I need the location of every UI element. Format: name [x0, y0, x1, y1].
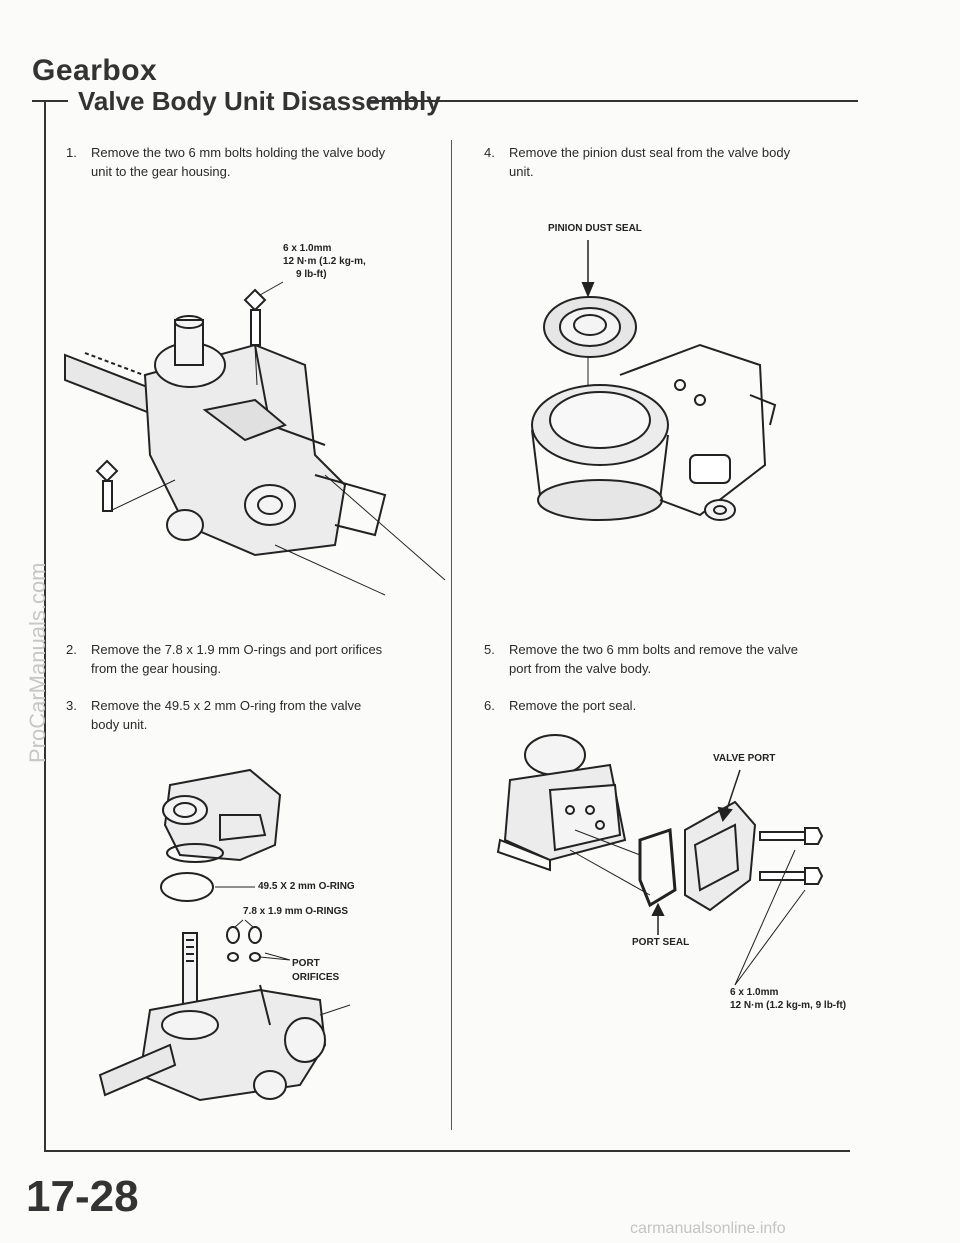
step-5: 5. Remove the two 6 mm bolts and remove … — [484, 640, 854, 680]
page-number: 17-28 — [26, 1172, 139, 1221]
figure-valve-body-bolts — [64, 281, 446, 596]
step-text-line2: unit. — [509, 164, 534, 179]
header-rule-left — [32, 100, 68, 102]
step-number: 3. — [66, 698, 77, 713]
step-text-line2: from the gear housing. — [91, 661, 222, 676]
step-text-line1: Remove the 49.5 x 2 mm O-ring from the v… — [91, 698, 362, 713]
port-orifices-label-line2: ORIFICES — [292, 972, 340, 983]
column-divider — [451, 140, 452, 1130]
step-number: 2. — [66, 642, 77, 657]
step-text-line1: Remove the two 6 mm bolts holding the va… — [91, 145, 386, 160]
step-text-line1: Remove the pinion dust seal from the val… — [509, 145, 791, 160]
step-number: 5. — [484, 642, 495, 657]
step-4: 4. Remove the pinion dust seal from the … — [484, 143, 854, 183]
bolt-spec-line1: 6 x 1.0mm — [283, 243, 332, 254]
step-text-line1: Remove the 7.8 x 1.9 mm O-rings and port… — [91, 642, 383, 657]
valve-port-bolt-spec-line1: 6 x 1.0mm — [730, 987, 779, 998]
port-orifices-label-line1: PORT — [292, 958, 320, 969]
valve-port-label: VALVE PORT — [713, 753, 776, 764]
step-number: 1. — [66, 145, 77, 160]
step-number: 4. — [484, 145, 495, 160]
section-title: Gearbox — [32, 54, 158, 87]
valve-port-bolt-spec-line2: 12 N·m (1.2 kg-m, 9 lb-ft) — [730, 1000, 847, 1011]
bolt-spec-line2: 12 N·m (1.2 kg-m, — [283, 256, 366, 267]
pinion-dust-seal-label: PINION DUST SEAL — [548, 223, 642, 234]
step-2: 2. Remove the 7.8 x 1.9 mm O-rings and p… — [66, 640, 446, 680]
figure-pinion-dust-seal — [531, 240, 777, 521]
step-text-line1: Remove the port seal. — [509, 698, 637, 713]
bolt-spec-line3: 9 lb-ft) — [296, 269, 327, 280]
port-seal-label: PORT SEAL — [632, 937, 690, 948]
bottom-watermark: carmanualsonline.info — [630, 1220, 786, 1237]
small-orings-label: 7.8 x 1.9 mm O-RINGS — [243, 906, 349, 917]
figure-valve-port — [496, 734, 824, 986]
figure-orings-exploded — [98, 768, 351, 1102]
step-6: 6. Remove the port seal. — [484, 696, 854, 716]
step-text-line2: port from the valve body. — [509, 661, 652, 676]
step-number: 6. — [484, 698, 495, 713]
frame-bottom-line — [44, 1150, 850, 1152]
oring-label: 49.5 X 2 mm O-RING — [258, 881, 355, 892]
side-watermark: ProCarManuals.com — [25, 562, 50, 763]
step-text-line2: body unit. — [91, 717, 148, 732]
step-text-line1: Remove the two 6 mm bolts and remove the… — [509, 642, 799, 657]
step-text-line2: unit to the gear housing. — [91, 164, 231, 179]
header-rule — [368, 100, 858, 102]
step-3: 3. Remove the 49.5 x 2 mm O-ring from th… — [66, 696, 446, 736]
frame-left-line — [44, 100, 46, 1150]
step-1: 1. Remove the two 6 mm bolts holding the… — [66, 143, 446, 183]
